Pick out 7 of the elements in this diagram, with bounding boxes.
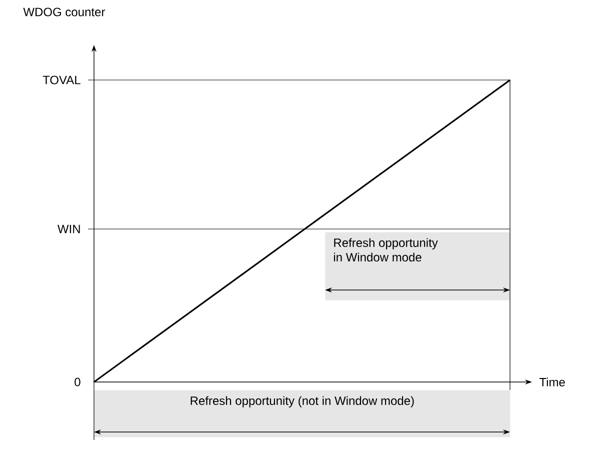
axis-title: Time — [539, 378, 565, 386]
axis-label: 0 — [74, 378, 80, 386]
axis-title: WDOG counter — [23, 8, 105, 16]
shaded-region: Refresh opportunity (not in Window mode) — [94, 390, 510, 438]
axis-label: TOVAL — [42, 76, 80, 84]
shaded-region: Refresh opportunity in Window mode — [325, 232, 510, 300]
axis-label: WIN — [58, 224, 80, 234]
